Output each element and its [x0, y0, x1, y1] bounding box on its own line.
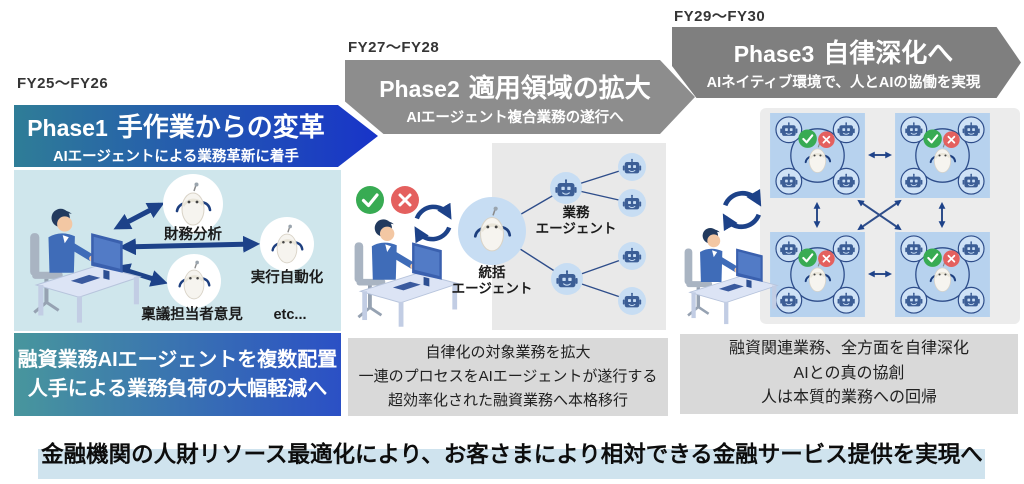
phase2-summary-line2: 一連のプロセスをAIエージェントが遂行する [358, 368, 658, 385]
agent-label-financial-analysis: 財務分析 [164, 227, 222, 243]
coordinator-agent-label-line2: エージェント [451, 281, 533, 297]
phase2-illustration [345, 143, 666, 330]
agent-label-etc: etc... [273, 307, 307, 323]
phase1-name: Phase1 [27, 114, 108, 141]
worker-agent-label-line2: エージェント [535, 221, 617, 237]
agent-cluster-icon [895, 113, 990, 198]
phase2-fy-label: FY27～FY28 [348, 39, 440, 56]
worker-agent-label: 業務 エージェント [516, 205, 636, 237]
approve-check-icon [355, 185, 385, 215]
phase2-summary-line3: 超効率化された融資業務へ本格移行 [387, 392, 628, 409]
phase1-banner: Phase1 手作業からの変革 AIエージェントによる業務革新に着手 [14, 105, 378, 167]
phase3-summary-line2: AIとの真の協創 [793, 364, 905, 382]
phase1-summary-line2: 人手による業務負荷の大幅軽減へ [27, 377, 328, 400]
phase1-illustration-panel: 財務分析 実行自動化 稟議担当者意見 etc... [14, 170, 341, 331]
phase1-summary-box: 融資業務AIエージェントを複数配置 人手による業務負荷の大幅軽減へ [14, 333, 341, 416]
phase2-banner: Phase2 適用領域の拡大 AIエージェント複合業務の遂行へ [345, 60, 695, 134]
agent-label-approval-staff-opinion: 稟議担当者意見 [141, 307, 243, 323]
agent-label-execution-automation: 実行自動化 [250, 270, 324, 286]
footer-highlight-band [38, 449, 985, 479]
phase1-summary-line1: 融資業務AIエージェントを複数配置 [17, 349, 338, 372]
worker-agent-label-line1: 業務 [562, 205, 590, 220]
phase3-summary-line1: 融資関連業務、全方面を自律深化 [728, 339, 969, 357]
phase2-subtitle: AIエージェント複合業務の遂行へ [406, 109, 624, 126]
phase2-title: 適用領域の拡大 [468, 72, 651, 103]
human-agent-cycle-arrows-icon [725, 193, 759, 226]
phase1-illustration [14, 174, 314, 331]
phase3-name: Phase3 [733, 41, 815, 67]
coordinator-agent-label: 統括 エージェント [432, 265, 552, 297]
phase3-banner: Phase3 自律深化へ AIネイティブ環境で、人とAIの協働を実現 [672, 27, 1021, 98]
phase3-summary-line3: 人は本質的業務への回帰 [760, 389, 937, 407]
agent-cluster-icon [770, 113, 865, 198]
phase3-summary-box: 融資関連業務、全方面を自律深化 AIとの真の協創 人は本質的業務への回帰 [680, 334, 1018, 414]
agent-cluster-icon [895, 232, 990, 317]
phase2-illustration-panel: 統括 エージェント 業務 エージェント [345, 141, 668, 332]
phase2-summary-line1: 自律化の対象業務を拡大 [425, 344, 591, 361]
phase1-title: 手作業からの変革 [116, 111, 325, 142]
phase3-illustration-panel [674, 105, 1021, 330]
phase2-name: Phase2 [379, 75, 460, 102]
phase1-fy-label: FY25～FY26 [17, 75, 109, 92]
phase3-illustration [674, 108, 1020, 330]
phase1-subtitle: AIエージェントによる業務革新に着手 [53, 148, 299, 165]
phase3-subtitle: AIネイティブ環境で、人とAIの協働を実現 [706, 75, 981, 91]
phase3-fy-label: FY29～FY30 [674, 8, 766, 25]
phase2-summary-box: 自律化の対象業務を拡大 一連のプロセスをAIエージェントが遂行する 超効率化され… [348, 338, 668, 416]
footer-message: 金融機関の人財リソース最適化により、お客さまにより相対できる金融サービス提供を実… [41, 442, 983, 467]
coordinator-agent-label-line1: 統括 [478, 265, 506, 280]
phase3-title: 自律深化へ [823, 38, 954, 68]
reject-cross-icon [390, 185, 420, 215]
agent-cluster-icon [770, 232, 865, 317]
human-agent-cycle-arrows-icon [417, 207, 449, 239]
